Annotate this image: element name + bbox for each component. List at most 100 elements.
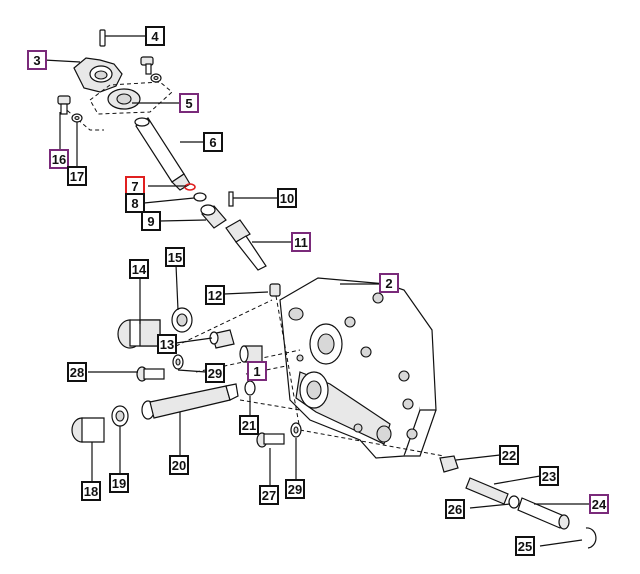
label-number: 23 <box>542 469 556 484</box>
label-27: 27 <box>259 485 279 505</box>
part-17-washer <box>71 113 83 123</box>
label-18: 18 <box>81 481 101 501</box>
label-number: 29 <box>288 482 302 497</box>
label-9: 9 <box>141 211 161 231</box>
part-29b-washer <box>290 422 302 438</box>
label-box <box>499 445 519 465</box>
part-7-oring <box>184 183 196 191</box>
label-box <box>81 481 101 501</box>
label-box <box>239 415 259 435</box>
label-8: 8 <box>125 193 145 213</box>
label-number: 24 <box>592 497 607 512</box>
label-21: 21 <box>239 415 259 435</box>
leader-lines <box>43 35 590 547</box>
label-17: 17 <box>67 166 87 186</box>
label-number: 7 <box>131 179 138 194</box>
part-16-screw <box>57 95 71 115</box>
label-box <box>179 93 199 113</box>
part-25-clip <box>585 527 597 549</box>
part-28-screw <box>136 366 165 382</box>
part-10-pin <box>228 191 234 207</box>
label-28: 28 <box>67 362 87 382</box>
label-11: 11 <box>291 232 311 252</box>
part-29a-washer <box>172 354 184 370</box>
label-29b: 29 <box>285 479 305 499</box>
label-10: 10 <box>277 188 297 208</box>
label-box <box>259 485 279 505</box>
label-number: 2 <box>385 276 392 291</box>
label-number: 25 <box>518 539 532 554</box>
label-5: 5 <box>179 93 199 113</box>
label-15: 15 <box>165 247 185 267</box>
label-box <box>165 247 185 267</box>
label-number: 10 <box>280 191 294 206</box>
label-number: 22 <box>502 448 516 463</box>
label-2: 2 <box>379 273 399 293</box>
label-box <box>379 273 399 293</box>
label-29a: 29 <box>205 363 225 383</box>
label-box <box>285 479 305 499</box>
part-12-fitting <box>269 283 281 297</box>
label-box <box>169 455 189 475</box>
label-box <box>589 494 609 514</box>
label-box <box>141 211 161 231</box>
label-box <box>125 193 145 213</box>
label-24: 24 <box>589 494 609 514</box>
part-13-fitting <box>209 329 235 349</box>
label-number: 26 <box>448 502 462 517</box>
label-12: 12 <box>205 285 225 305</box>
label-box <box>515 536 535 556</box>
label-box <box>27 50 47 70</box>
part-21-oring <box>244 380 256 396</box>
label-3: 3 <box>27 50 47 70</box>
label-25: 25 <box>515 536 535 556</box>
label-box <box>539 466 559 486</box>
part-18-bolt <box>71 417 105 443</box>
label-13: 13 <box>157 334 177 354</box>
part-20-rod <box>141 383 239 420</box>
label-19: 19 <box>109 473 129 493</box>
label-box <box>205 285 225 305</box>
label-box <box>145 26 165 46</box>
label-14: 14 <box>129 259 149 279</box>
label-boxes: 1234567891011121314151617181920212223242… <box>27 26 609 556</box>
part-14-bolt <box>117 319 161 349</box>
label-number: 28 <box>70 365 84 380</box>
label-box <box>247 361 267 381</box>
part-5-plate <box>61 81 173 131</box>
label-box <box>67 166 87 186</box>
label-box <box>277 188 297 208</box>
part-3-knob <box>73 57 123 93</box>
label-number: 18 <box>84 484 98 499</box>
label-number: 5 <box>185 96 192 111</box>
part-23-spring <box>465 477 509 505</box>
part-8-oring <box>193 192 207 202</box>
label-20: 20 <box>169 455 189 475</box>
label-number: 16 <box>52 152 66 167</box>
part-19-ring <box>111 405 129 427</box>
part-27-screw <box>256 432 285 448</box>
label-1: 1 <box>247 361 267 381</box>
label-box <box>49 149 69 169</box>
label-box <box>203 132 223 152</box>
label-box <box>129 259 149 279</box>
label-23: 23 <box>539 466 559 486</box>
part-26-ring <box>508 495 520 509</box>
label-box <box>445 499 465 519</box>
label-16: 16 <box>49 149 69 169</box>
label-number: 6 <box>209 135 216 150</box>
label-number: 14 <box>132 262 147 277</box>
label-number: 21 <box>242 418 256 433</box>
label-number: 19 <box>112 476 126 491</box>
part-9-bushing <box>200 204 227 229</box>
label-box <box>205 363 225 383</box>
label-number: 29 <box>208 366 222 381</box>
part-6-shaft <box>134 117 191 191</box>
label-22: 22 <box>499 445 519 465</box>
part-15-ring <box>171 307 193 333</box>
label-26: 26 <box>445 499 465 519</box>
label-box <box>109 473 129 493</box>
part-screw-top <box>140 56 162 83</box>
label-number: 3 <box>33 53 40 68</box>
label-number: 9 <box>147 214 154 229</box>
